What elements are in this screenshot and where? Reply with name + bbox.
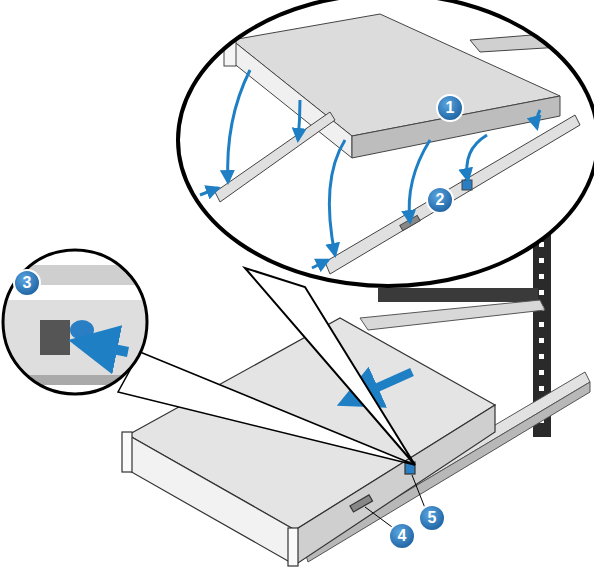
magnifier-detail	[0, 250, 160, 394]
callout-number: 4	[389, 523, 415, 549]
leader-line	[412, 475, 425, 508]
callout-number: 3	[14, 270, 40, 296]
zoom-cone	[118, 352, 415, 465]
magnifier-view	[178, 0, 594, 286]
callout-circles	[14, 95, 463, 549]
callout-number: 1	[437, 95, 463, 121]
callout-number: 2	[427, 187, 453, 213]
leader-line	[365, 507, 392, 527]
server-chassis	[122, 318, 495, 566]
callout-number: 5	[419, 505, 445, 531]
